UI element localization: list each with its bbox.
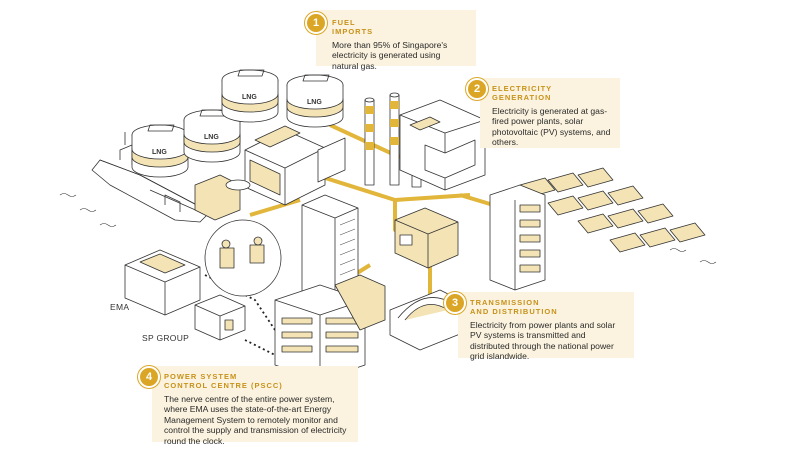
tank-label-1: LNG [152,149,167,156]
tank-label-3: LNG [242,94,257,101]
sp-group-label: SP GROUP [142,333,190,343]
lng-tanks [131,69,344,178]
substation [394,207,459,269]
step-number-badge: 1 [305,12,327,34]
ema-building [124,249,201,316]
step-number-badge: 2 [466,78,488,100]
solar-residential-block [489,184,546,291]
callout-text: The nerve centre of the entire power sys… [164,394,347,446]
sea-waves [59,193,717,264]
step-number-badge: 3 [444,292,466,314]
callout-text: Electricity from power plants and solar … [470,320,616,362]
gas-processing-plant [194,125,346,221]
tank-label-4: LNG [307,99,322,106]
lng-ship [91,132,211,223]
data-cables [204,274,276,356]
housing-blocks [274,274,386,381]
tank-label-2: LNG [204,134,219,141]
callout-text: More than 95% of Singapore's electricity… [332,40,448,71]
ema-label: EMA [110,302,130,312]
control-room-magnifier [204,219,282,297]
callout-text: Electricity is generated at gas-fired po… [492,106,611,148]
solar-panel-field [519,167,706,253]
sp-group-building [194,294,246,341]
step-number-badge: 4 [138,366,160,388]
power-plant-building [399,99,486,191]
